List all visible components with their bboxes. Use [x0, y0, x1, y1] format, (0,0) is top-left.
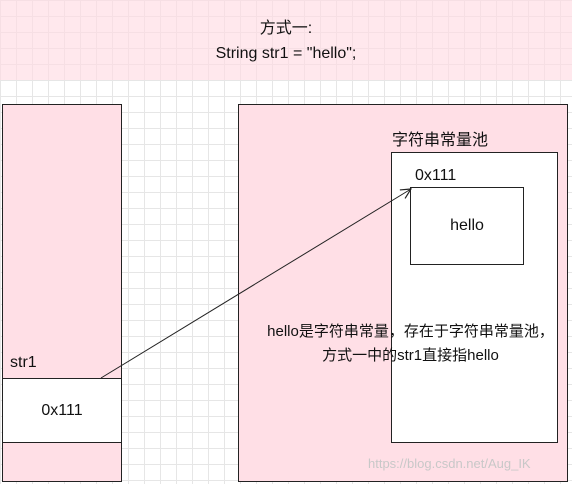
- hello-value: hello: [450, 217, 484, 234]
- hello-address-label: 0x111: [415, 167, 457, 184]
- string-pool-label: 字符串常量池: [392, 132, 489, 149]
- description: hello是字符串常量，存在于字符串常量池， 方式一中的str1直接指hello: [238, 320, 572, 368]
- hello-object-box: hello: [410, 187, 524, 265]
- watermark: https://blog.csdn.net/Aug_IK: [368, 456, 531, 471]
- header-line-1: 方式一:: [259, 20, 313, 37]
- description-line-2: 方式一中的str1直接指hello: [322, 347, 499, 364]
- description-line-1: hello是字符串常量，存在于字符串常量池，: [267, 323, 554, 340]
- header-line-2: String str1 = "hello";: [215, 45, 357, 62]
- str1-value: 0x111: [41, 401, 83, 419]
- str1-label: str1: [10, 354, 37, 371]
- reference-arrow: [100, 189, 411, 379]
- header-band: [0, 0, 572, 80]
- str1-reference-box: 0x111: [2, 378, 122, 443]
- header-text: 方式一: String str1 = "hello";: [0, 16, 572, 66]
